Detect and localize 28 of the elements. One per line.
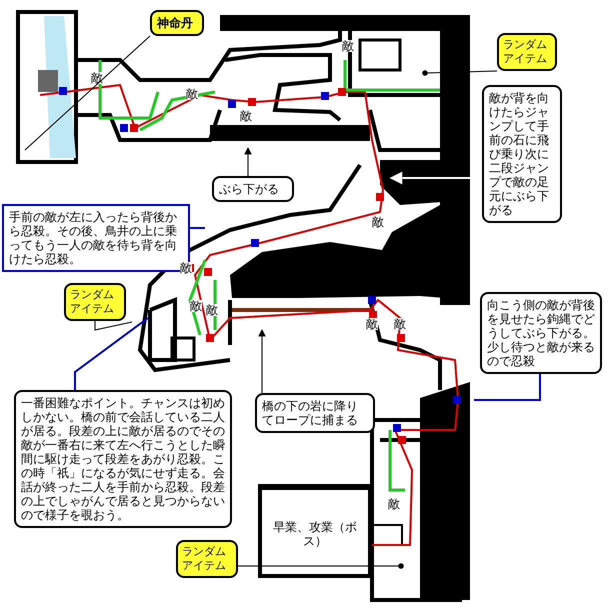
leader-line [474, 374, 541, 401]
enemy-label: 敵 [394, 318, 406, 330]
item-tag: ランダムアイテム [497, 33, 557, 71]
item-tag: 神命丹 [150, 10, 204, 36]
leader-line [190, 227, 205, 229]
enemy-label: 敵 [342, 40, 354, 52]
enemy-label: 敵 [186, 88, 198, 100]
arrow [244, 147, 252, 176]
enemy-label: 敵 [372, 216, 384, 228]
enemy-label: 敵 [206, 304, 218, 316]
item-tag: ランダムアイテム [64, 283, 126, 321]
note-callout: 敵が背を向けたらジャンプして手前の石に飛び乗り次に二段ジャンプで敵の足元にぶら下がる [482, 85, 562, 223]
enemy-label: 敵 [366, 318, 378, 330]
arrow [258, 329, 266, 394]
note-callout: ぶら下がる [212, 176, 294, 202]
leader-line [74, 317, 149, 390]
enemy-label: 敵 [388, 498, 400, 510]
boss-room: 早業、攻業（ボス） [258, 486, 372, 578]
note-callout: 向こう側の敵が背後を見せたら鉤縄でどうしてぶら下がる。少し待つと敵が来るので忍殺 [480, 292, 602, 374]
enemy-label: 敵 [180, 262, 192, 274]
enemy-label: 敵 [190, 300, 202, 312]
item-tag: ランダムアイテム [176, 540, 238, 578]
enemy-label: 敵 [240, 110, 252, 122]
enemy-label: 敵 [91, 72, 103, 84]
note-callout: 橋の下の岩に降りてロープに捕まる [255, 393, 375, 433]
leader-line [94, 320, 132, 331]
leader-line [24, 36, 150, 150]
note-callout: 一番困難なポイント。チャンスは初めしかない。橋の前で会話している二人が居る。段差の上に敵が居るのでその敵が一番右に来て左へ行こうとした瞬間に駆け走って段差をあがり忍殺。この時「祇」になるが気にせず走る。会話が終った二人を手前から忍殺。段差の上でしゃがんで居ると見つからないので様子を覗おう。 [14, 390, 232, 528]
